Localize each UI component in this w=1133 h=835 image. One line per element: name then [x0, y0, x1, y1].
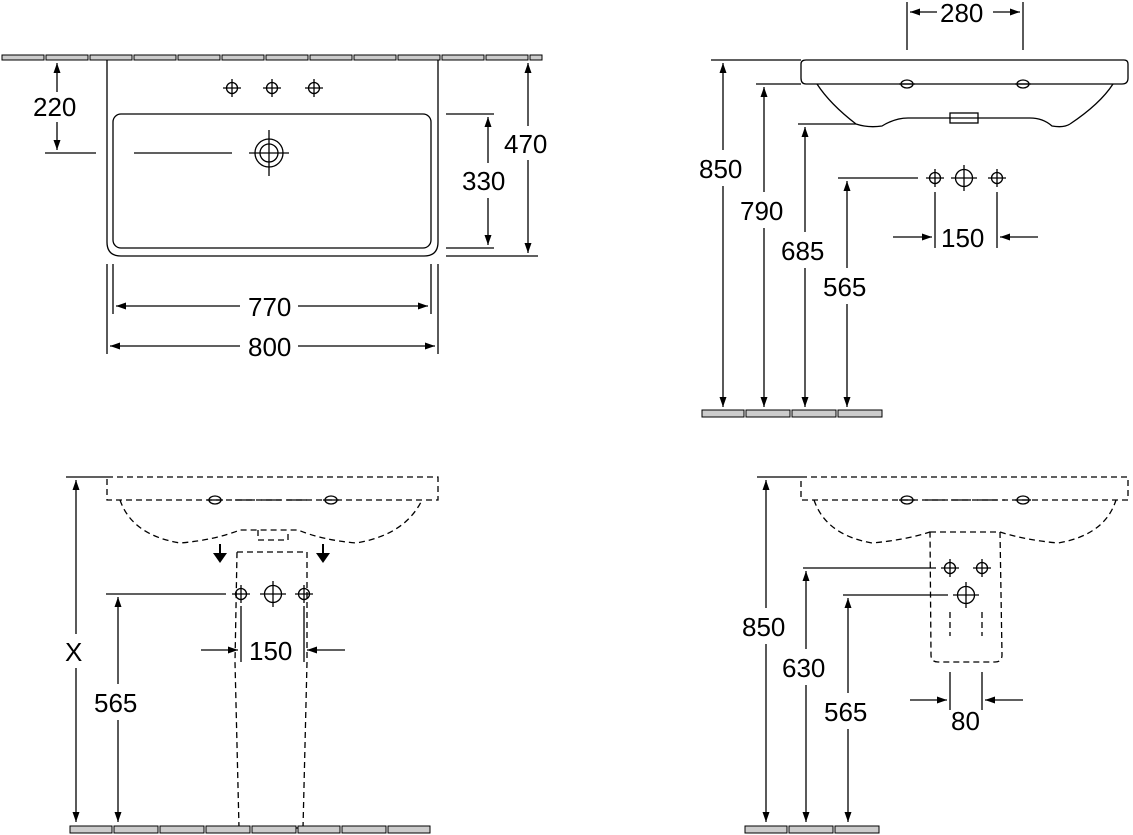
- drain-icon: [134, 130, 289, 176]
- connection-left-icon: [231, 584, 251, 604]
- dim-80-label: 80: [951, 706, 980, 736]
- floor-strip-pedestal: [69, 825, 431, 834]
- pedestal-dashed: [234, 551, 308, 829]
- tap-hole-left-icon: [222, 78, 242, 98]
- floor-strip-side: [701, 409, 883, 418]
- dim-280-label: 280: [940, 0, 983, 28]
- dim-800-label: 800: [248, 332, 291, 362]
- dim-x-label: X: [65, 637, 82, 667]
- dim-565-side-label: 565: [823, 272, 866, 302]
- wall-strip-top: [1, 54, 543, 61]
- pedestal-view: 150 X 565: [65, 476, 439, 834]
- basin-dashed-front: [106, 476, 439, 501]
- connection-lower-icon: [952, 581, 980, 609]
- floor-strip-semi: [744, 825, 880, 834]
- tap-hole-right-icon: [304, 78, 324, 98]
- basin-outline-top: [106, 60, 439, 257]
- tap-hole-center-icon: [262, 78, 282, 98]
- dim-685-label: 685: [781, 236, 824, 266]
- dim-850-semi-label: 850: [742, 612, 785, 642]
- dim-220-label: 220: [33, 92, 76, 122]
- bowl-outline-top: [112, 113, 432, 249]
- dim-565-pedestal-label: 565: [94, 688, 137, 718]
- down-arrow-right-icon: [316, 544, 330, 563]
- dim-330-label: 330: [462, 166, 505, 196]
- dim-790-label: 790: [740, 196, 783, 226]
- dim-150-pedestal-label: 150: [249, 636, 292, 666]
- dim-150-side-label: 150: [941, 223, 984, 253]
- connection-upper-left-icon: [940, 558, 960, 578]
- connection-center-icon: [950, 164, 978, 192]
- down-arrow-left-icon: [213, 544, 227, 563]
- dim-565-semi-label: 565: [824, 697, 867, 727]
- dim-850-side-label: 850: [699, 154, 742, 184]
- dim-470-label: 470: [504, 129, 547, 159]
- basin-dashed-side: [800, 476, 1129, 501]
- semi-pedestal-dashed: [929, 531, 1003, 663]
- connection-left-icon: [925, 168, 945, 188]
- top-view: 220 330 470 770 800: [1, 54, 547, 362]
- connection-right-icon: [294, 584, 314, 604]
- connection-center-icon: [259, 580, 287, 608]
- dim-630-label: 630: [782, 653, 825, 683]
- side-view: 280 150 850 790 685: [699, 0, 1129, 418]
- connection-upper-right-icon: [972, 558, 992, 578]
- semi-pedestal-view: 80 850 630 565: [742, 476, 1129, 834]
- connection-right-icon: [987, 168, 1007, 188]
- dim-770-label: 770: [248, 292, 291, 322]
- basin-profile-side: [800, 59, 1129, 85]
